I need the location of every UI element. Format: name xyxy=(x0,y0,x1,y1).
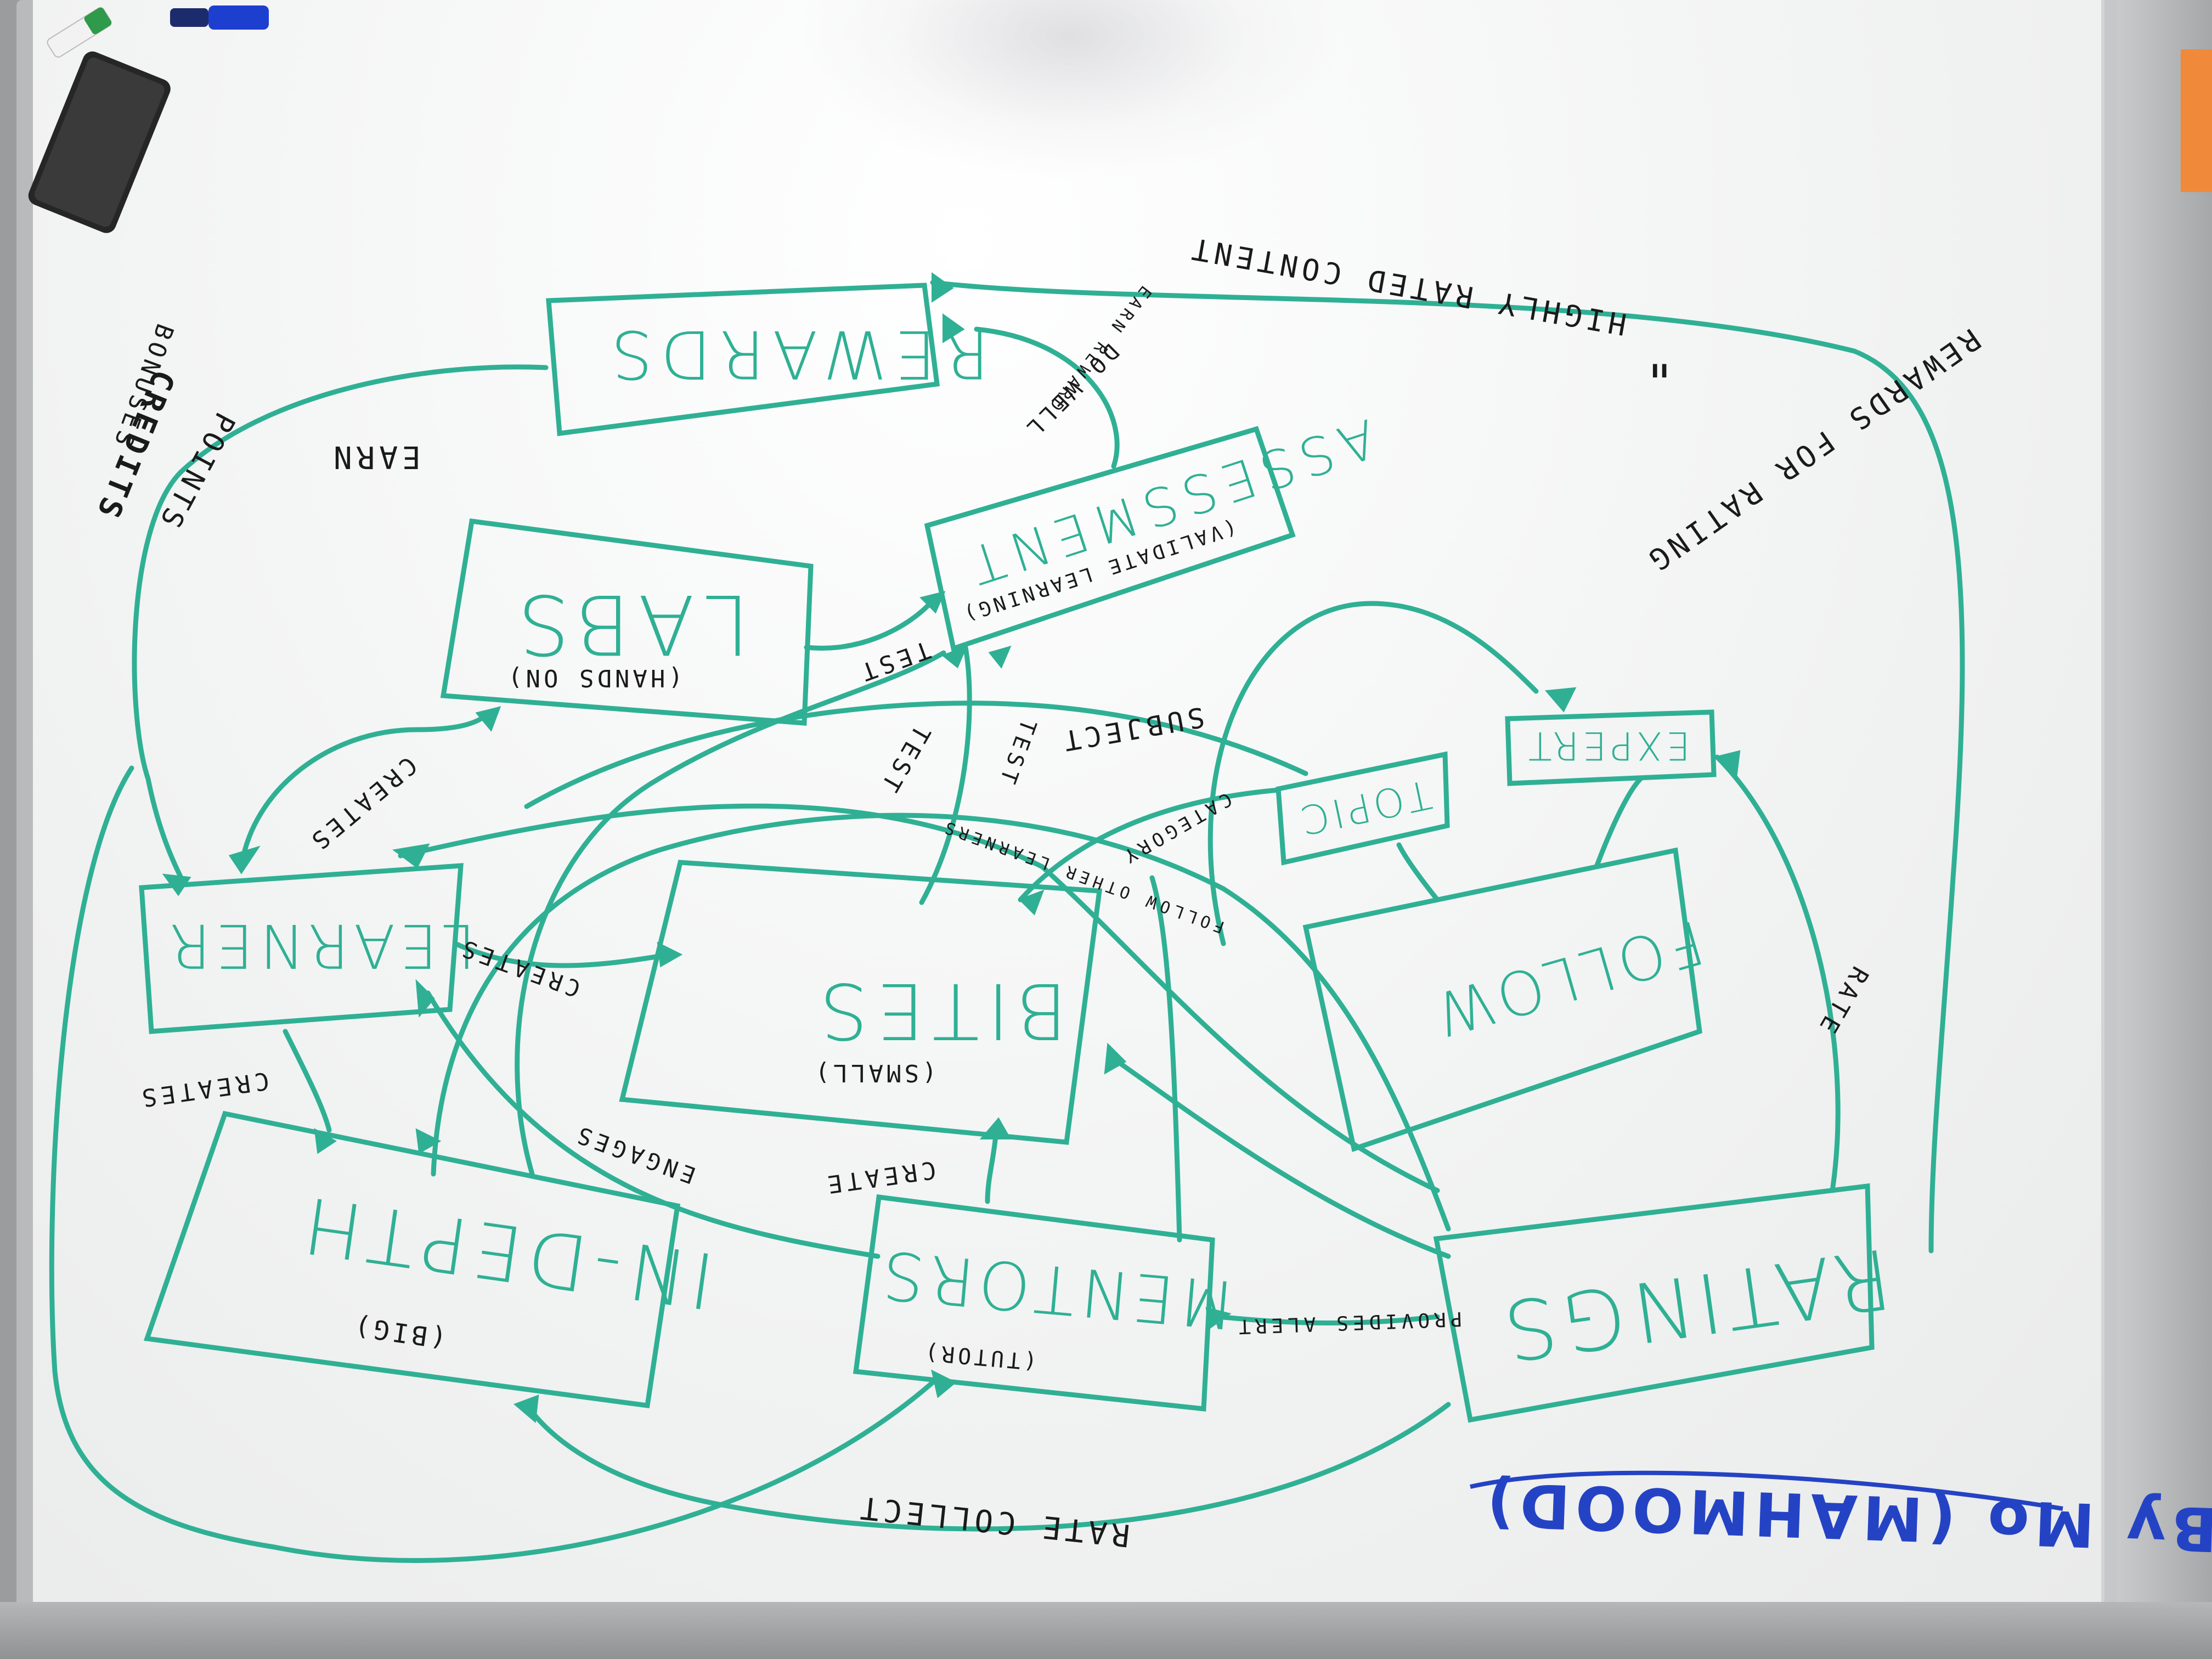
ratings-to-bites-line xyxy=(1111,1056,1451,1259)
arrowhead-assessment-3 xyxy=(988,645,1012,669)
author-underline xyxy=(1470,1470,2063,1511)
arrowhead-rewards xyxy=(932,272,954,303)
follow-to-topic-line xyxy=(1396,842,1440,902)
ratings-to-assessment-line xyxy=(1149,875,1182,1243)
blue-marker xyxy=(170,5,269,30)
green-marker xyxy=(47,7,112,58)
learner-to-bites-line xyxy=(453,941,672,968)
in-depth-engage-line xyxy=(431,812,1451,1232)
follow-to-expert-loop xyxy=(1207,601,1539,946)
in-depth-box xyxy=(143,1110,681,1409)
labs-box xyxy=(440,518,814,726)
sticky-note xyxy=(2181,49,2212,192)
label-ditto-marks: " xyxy=(1640,329,1675,387)
node-rewards: REWARDS xyxy=(603,315,990,392)
learner-to-labs-line xyxy=(239,710,491,870)
node-labs-note: (HANDS ON) xyxy=(505,664,683,692)
arrowhead-labs xyxy=(475,706,501,732)
rewards-to-learner-line xyxy=(132,364,549,886)
mentors-box xyxy=(853,1194,1215,1412)
arrowhead-in-depth xyxy=(314,1128,337,1154)
eraser xyxy=(28,51,171,233)
highly-rated-to-rewards-line xyxy=(930,280,1965,1254)
ratings-to-mentors-line xyxy=(1215,1314,1440,1326)
arrowhead-learner-top xyxy=(162,873,191,896)
connector-lines xyxy=(49,280,1965,1563)
learner-box xyxy=(139,863,464,1034)
mentors-to-bites-line xyxy=(985,1133,998,1204)
topic-to-bites-line xyxy=(1018,787,1281,902)
node-bites: BITES xyxy=(812,966,1068,1055)
marker-tray xyxy=(0,1602,2212,1659)
light-reflection xyxy=(795,0,1344,181)
node-boxes xyxy=(139,283,1875,1423)
whiteboard-rail xyxy=(2118,0,2212,1659)
learner-to-in-depth-line xyxy=(283,1029,332,1133)
author-loop xyxy=(1470,1470,2063,1511)
assessment-box xyxy=(924,426,1296,652)
bites-to-assessment-line xyxy=(919,645,972,905)
node-labs: LABS xyxy=(510,576,750,672)
bites-box xyxy=(619,860,1103,1145)
arrowhead-rewards-2 xyxy=(943,313,965,343)
arrowhead-bites-4 xyxy=(1104,1042,1127,1075)
node-learner: LEARNER xyxy=(165,911,476,981)
arrowhead-bites-2 xyxy=(1018,889,1045,916)
arrowhead-expert-2 xyxy=(1714,750,1741,776)
arrowhead-bites-3 xyxy=(979,1117,1012,1139)
ratings-box xyxy=(1433,1183,1875,1423)
arrowhead-learner-left xyxy=(415,979,435,1018)
whiteboard-surface xyxy=(33,0,2104,1602)
mentors-to-in-depth-line xyxy=(425,990,881,1259)
follow-to-expert-line xyxy=(1594,776,1643,870)
arrowhead-assessment-1 xyxy=(919,591,946,614)
expert-box xyxy=(1505,709,1717,786)
subject-line xyxy=(524,701,1308,809)
mentors-loop-line xyxy=(49,765,935,1563)
arrowhead-bites xyxy=(657,941,683,968)
in-depth-to-assessment-line xyxy=(515,650,946,1177)
follow-learners-line xyxy=(398,803,1440,1193)
assessment-to-rewards-line xyxy=(974,326,1120,469)
arrowhead-expert xyxy=(1544,687,1577,713)
arrowhead-mentors-2 xyxy=(931,1369,957,1398)
label-earn: EARN xyxy=(329,439,421,475)
labs-to-assessment-line xyxy=(804,598,935,651)
rewards-box xyxy=(546,283,940,437)
topic-box xyxy=(1276,751,1450,866)
arrowheads xyxy=(162,272,1741,1423)
ratings-to-in-depth-line xyxy=(524,1402,1451,1532)
arrowhead-mentors xyxy=(1205,1307,1232,1330)
follow-box xyxy=(1302,847,1702,1152)
arrowhead-learner-2 xyxy=(228,845,261,874)
arrowhead-learner-3 xyxy=(392,843,430,869)
node-expert: EXPERT xyxy=(1525,723,1690,768)
arrowhead-in-depth-2 xyxy=(415,1128,442,1154)
node-bites-note: (SMALL) xyxy=(812,1059,937,1087)
arrowhead-in-depth-3 xyxy=(514,1394,539,1423)
arrowhead-assessment-2 xyxy=(941,645,968,669)
ratings-to-expert-line xyxy=(1714,754,1841,1193)
